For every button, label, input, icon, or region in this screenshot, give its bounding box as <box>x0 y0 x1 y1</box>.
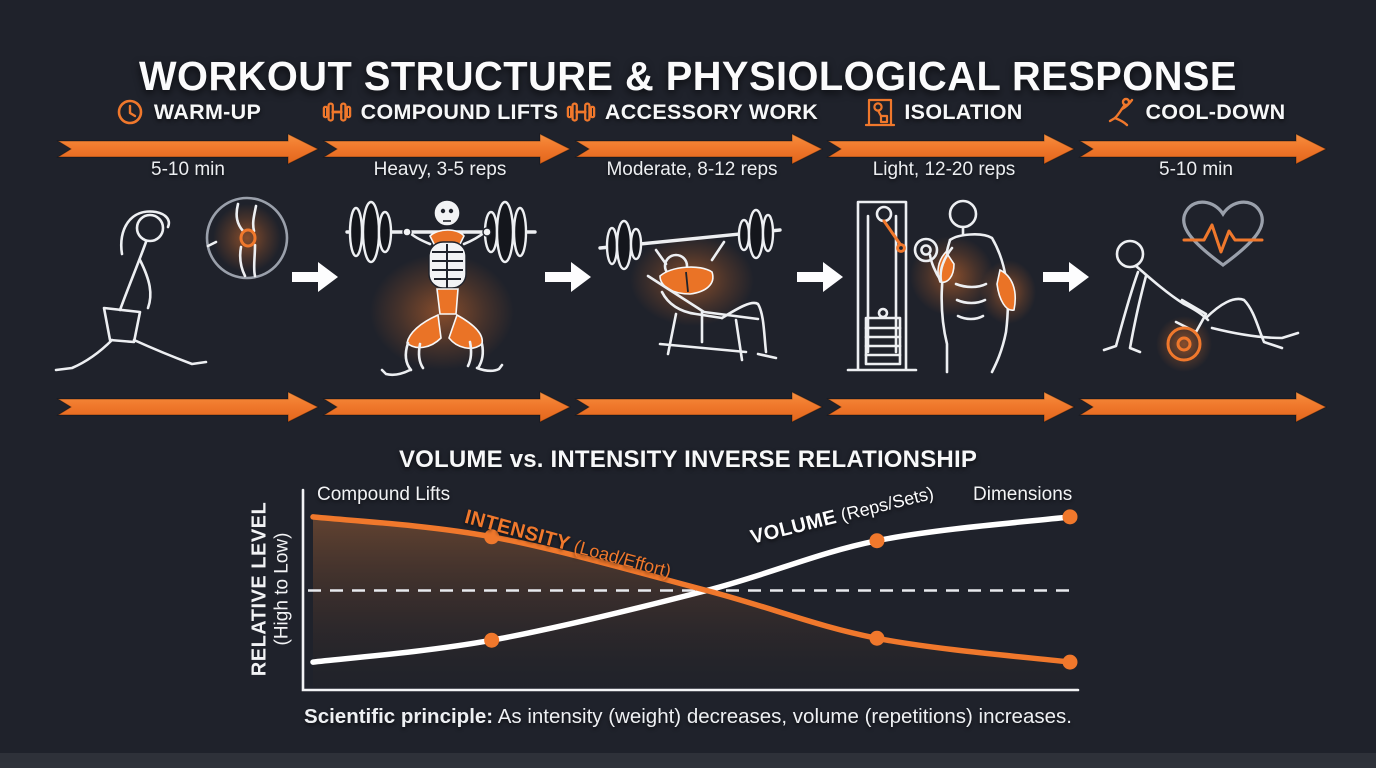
volume-label-rest: (Reps/Sets) <box>833 482 936 527</box>
stage-label: ACCESSORY WORK <box>604 99 819 124</box>
volume-curve-label: VOLUME (Reps/Sets) <box>748 482 936 550</box>
dumbbell-icon <box>566 102 596 122</box>
compound-squat-illustration <box>345 199 537 377</box>
data-point-marker <box>484 632 500 648</box>
caption-rest: As intensity (weight) decreases, volume … <box>493 705 1072 728</box>
flow-arrow-segment <box>1078 391 1328 423</box>
accessory-bench-illustration <box>598 208 782 362</box>
volume-curve <box>310 514 1073 665</box>
stage-header-cool-down: COOL-DOWN <box>1070 97 1322 127</box>
flow-arrow-icon <box>1043 262 1089 292</box>
page-title: WORKOUT STRUCTURE & PHYSIOLOGICAL RESPON… <box>139 53 1237 100</box>
clock-icon <box>117 99 143 125</box>
stage-label: COOL-DOWN <box>1145 99 1286 124</box>
cable-machine-icon <box>865 98 896 127</box>
intensity-label-bold: INTENSITY <box>462 506 573 556</box>
y-axis-label-line1: RELATIVE LEVEL <box>248 501 271 677</box>
stage-detail: Light, 12-20 reps <box>872 159 1016 180</box>
data-point-marker <box>869 630 885 646</box>
y-axis-label: RELATIVE LEVEL (High to Low) <box>249 502 294 676</box>
volume-label-bold: VOLUME <box>748 506 839 549</box>
stage-label: COMPOUND LIFTS <box>360 99 559 124</box>
flow-arrow-icon <box>797 262 843 292</box>
y-axis-label-line2: (High to Low) <box>271 532 293 646</box>
data-point-marker <box>869 533 885 549</box>
warmup-stretch-illustration <box>54 196 289 372</box>
cooldown-foam-roll-illustration <box>1102 200 1300 372</box>
stage-detail: 5-10 min <box>1159 159 1233 180</box>
flow-arrow-segment <box>574 133 824 165</box>
heart-icon <box>1182 200 1264 267</box>
caption-bold: Scientific principle: <box>304 705 494 728</box>
intensity-curve <box>310 514 1073 665</box>
intensity-area-fill <box>313 516 1070 688</box>
stage-header-warm-up: WARM-UP <box>62 97 314 127</box>
chart-title: VOLUME vs. INTENSITY INVERSE RELATIONSHI… <box>398 446 978 473</box>
flow-arrow-segment <box>322 391 572 423</box>
dumbbell-icon <box>322 102 351 122</box>
timeline-arrow-row-top <box>56 133 1328 165</box>
stage-header-compound-lifts: COMPOUND LIFTS <box>314 97 566 127</box>
flow-arrow-icon <box>292 262 338 292</box>
annotation-compound-lifts: Compound Lifts <box>317 484 451 505</box>
flow-arrow-segment <box>574 391 824 423</box>
flow-arrow-icon <box>545 262 591 292</box>
flow-arrow-segment <box>1078 133 1328 165</box>
stage-detail: 5-10 min <box>151 159 225 180</box>
stage-detail: Heavy, 3-5 reps <box>373 159 507 180</box>
illustration-strip: .ln{fill:none;stroke:#edeff2;stroke-widt… <box>54 196 1300 377</box>
stage-detail: Moderate, 8-12 reps <box>606 159 778 180</box>
data-point-marker <box>1062 654 1078 670</box>
flow-arrow-segment <box>826 133 1076 165</box>
scientific-principle-caption: Scientific principle: As intensity (weig… <box>0 705 1376 729</box>
flow-arrow-segment <box>826 391 1076 423</box>
bottom-strip <box>0 753 1376 768</box>
stretch-icon <box>1109 97 1134 127</box>
timeline-arrow-row-bottom <box>56 391 1328 423</box>
flow-arrow-segment <box>56 133 320 165</box>
stage-header-accessory-work: ACCESSORY WORK <box>566 97 818 127</box>
isolation-curl-illustration <box>846 199 1036 374</box>
flow-arrow-segment <box>322 133 572 165</box>
stage-header-isolation: ISOLATION <box>818 97 1070 127</box>
stage-label: ISOLATION <box>904 99 1023 124</box>
chart-axes <box>301 488 1080 692</box>
heartbeat-line-icon <box>1182 223 1264 254</box>
intensity-curve-label: INTENSITY (Load/Effort) <box>462 506 673 583</box>
data-point-marker <box>1062 509 1078 525</box>
flow-arrow-segment <box>56 391 320 423</box>
intensity-label-rest: (Load/Effort) <box>566 534 674 582</box>
annotation-dimensions: Dimensions <box>973 484 1073 505</box>
stage-label: WARM-UP <box>153 99 262 124</box>
